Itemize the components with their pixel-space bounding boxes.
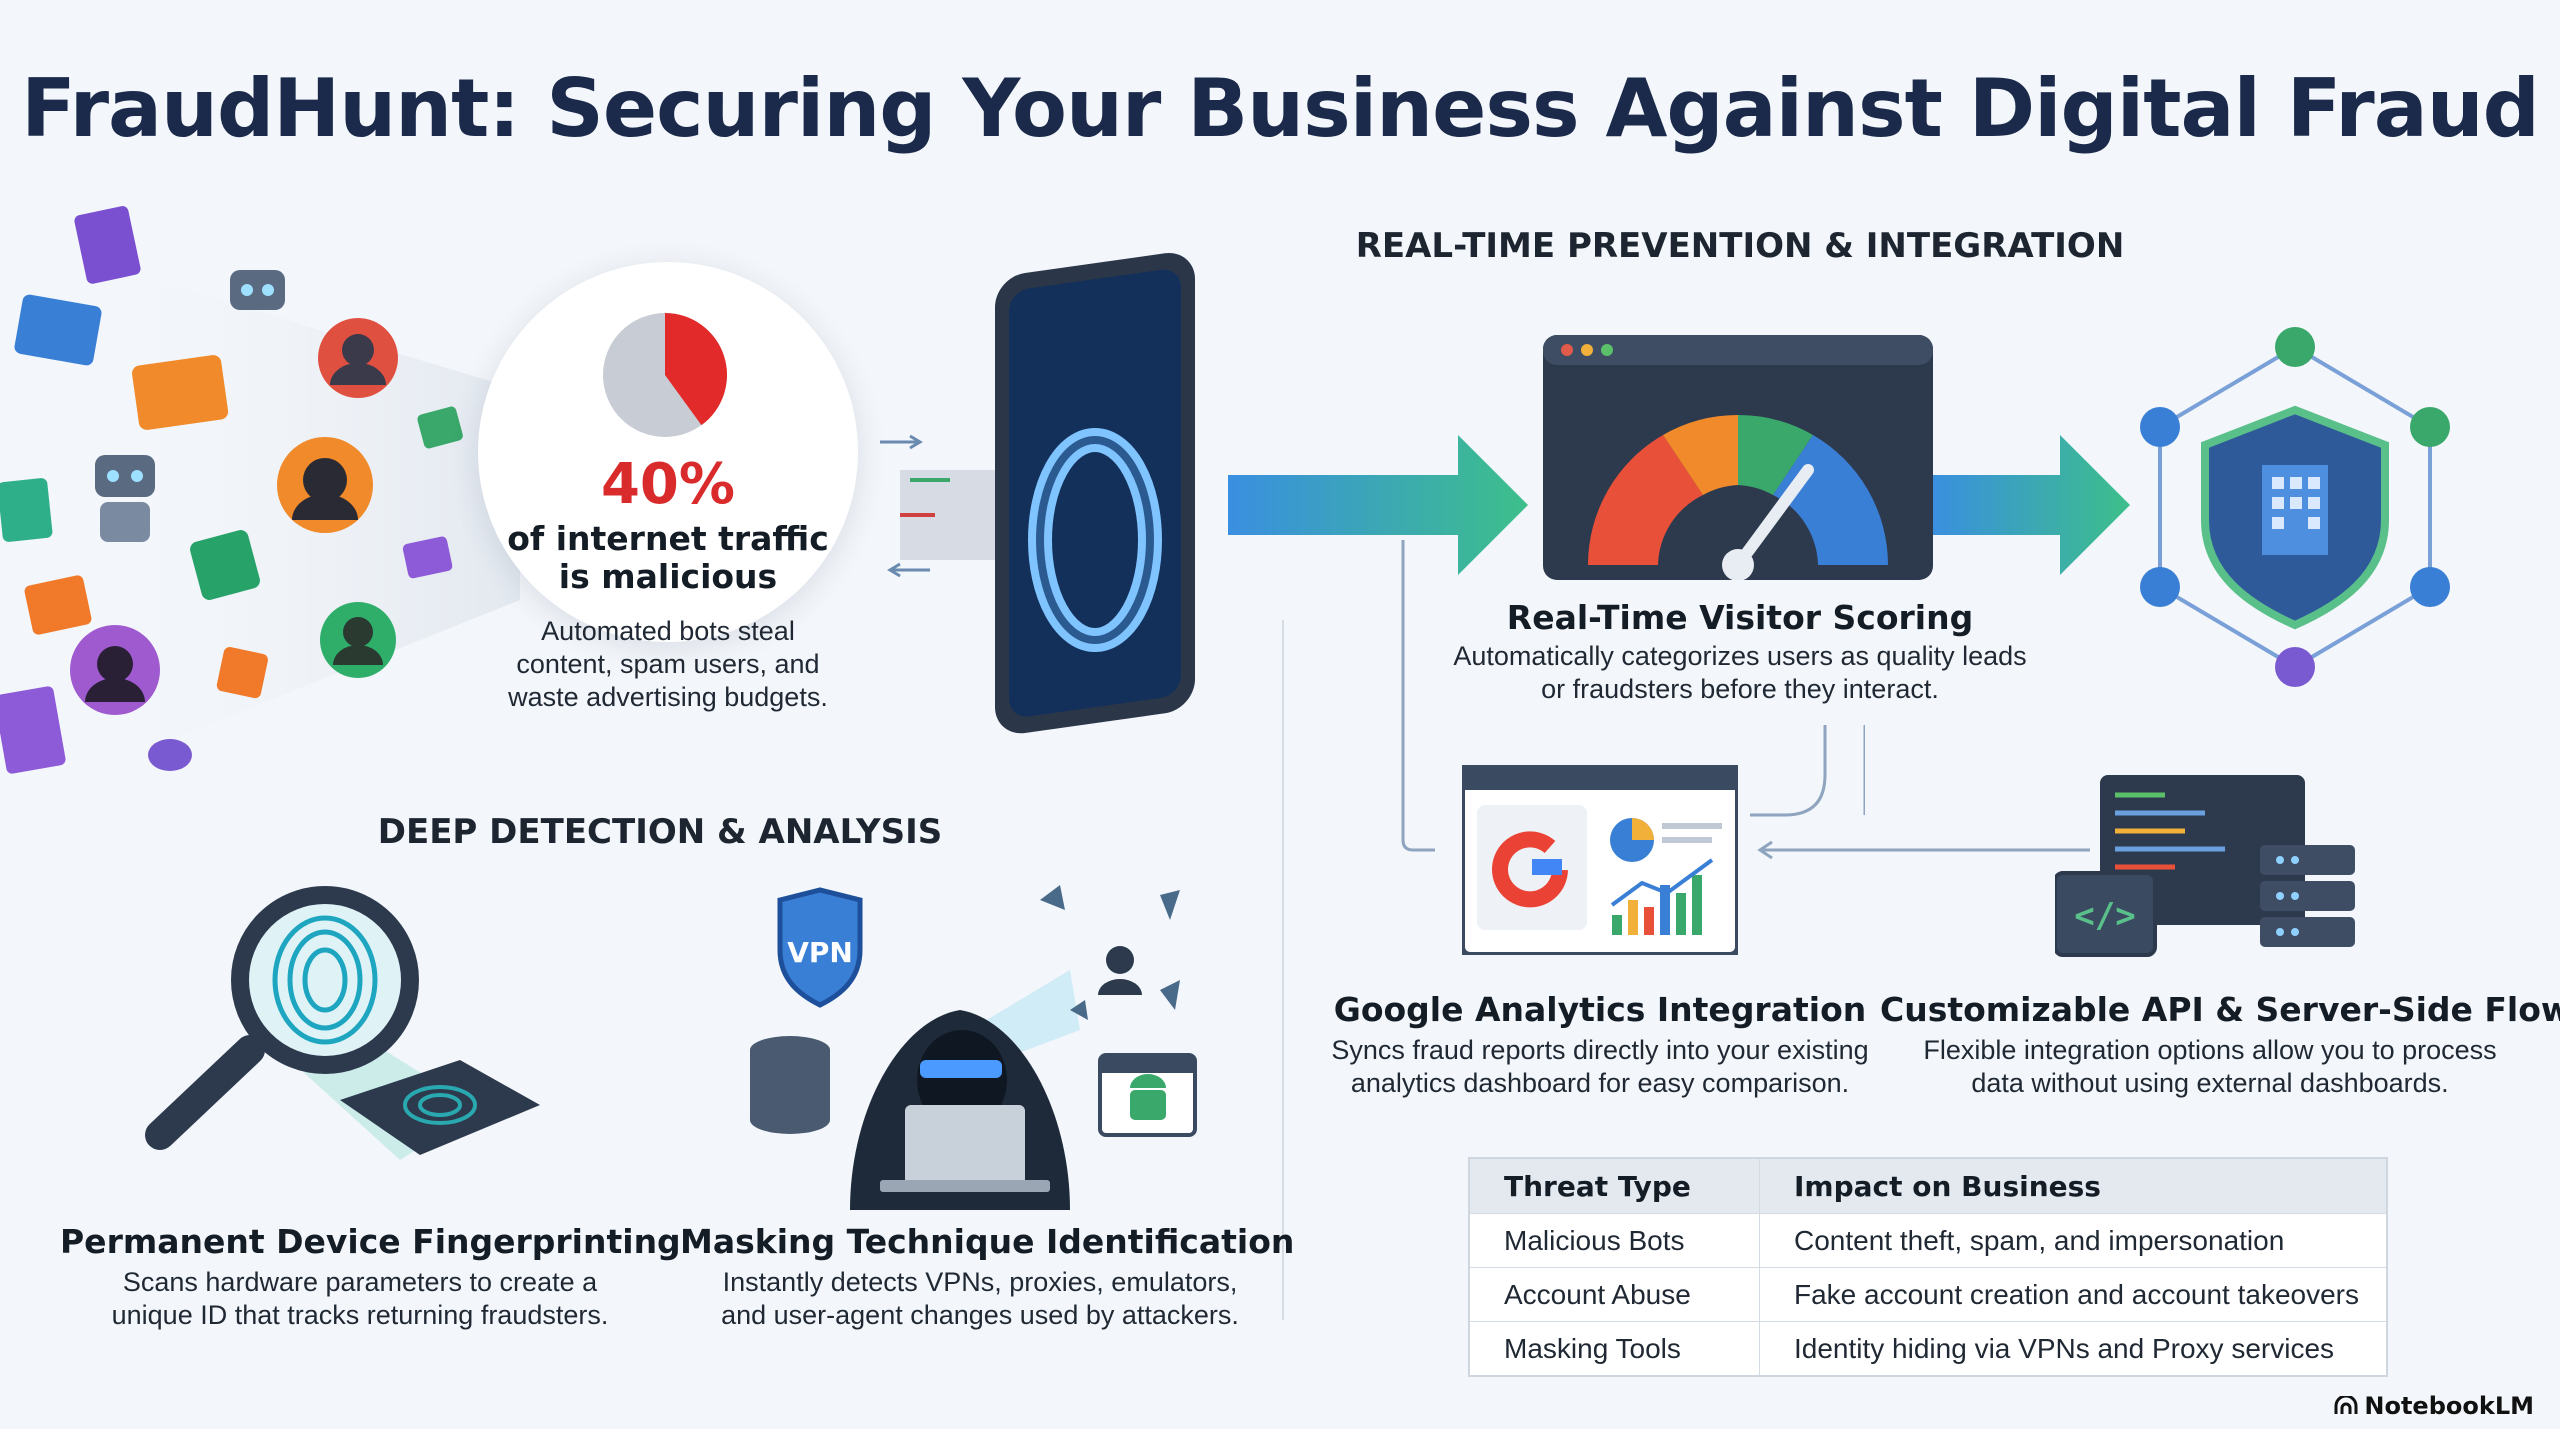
table-row: Malicious Bots Content theft, spam, and … xyxy=(1469,1213,2387,1268)
section-heading-detection: DEEP DETECTION & ANALYSIS xyxy=(377,812,943,852)
page-title: FraudHunt: Securing Your Business Agains… xyxy=(21,62,2540,155)
code-icon: </> xyxy=(2074,896,2135,936)
table-header-row: Threat Type Impact on Business xyxy=(1469,1158,2387,1214)
table-row: Masking Tools Identity hiding via VPNs a… xyxy=(1469,1321,2387,1376)
stat-desc-line: content, spam users, and xyxy=(516,649,820,679)
robot-icon xyxy=(95,270,285,542)
data-stream-arrows xyxy=(880,434,1000,578)
threat-table: Threat Type Impact on Business Malicious… xyxy=(1468,1157,2388,1377)
hacker-icon xyxy=(70,318,398,715)
desc-line: unique ID that tracks returning fraudste… xyxy=(111,1300,609,1330)
feature-title-masking: Masking Technique Identification xyxy=(680,1222,1295,1261)
desc-line: and user-agent changes used by attackers… xyxy=(721,1300,1239,1330)
connector-arrow xyxy=(1757,840,2090,860)
table-cell: Content theft, spam, and impersonation xyxy=(1759,1213,2387,1268)
desc-line: Instantly detects VPNs, proxies, emulato… xyxy=(722,1267,1238,1297)
brand-watermark: NotebookLM xyxy=(2334,1392,2534,1420)
brand-name: NotebookLM xyxy=(2364,1392,2534,1420)
desc-line: Flexible integration options allow you t… xyxy=(1923,1035,2497,1065)
stat-description: Automated bots steal content, spam users… xyxy=(468,615,868,714)
feature-desc-fingerprinting: Scans hardware parameters to create a un… xyxy=(60,1266,660,1332)
desc-line: Automatically categorizes users as quali… xyxy=(1453,641,2027,671)
feature-title-scoring: Real-Time Visitor Scoring xyxy=(1506,598,1974,637)
server-icon: </> xyxy=(2055,775,2355,957)
desc-line: Syncs fraud reports directly into your e… xyxy=(1331,1035,1869,1065)
feature-title-api: Customizable API & Server-Side Flow xyxy=(1880,990,2560,1029)
shield-network-icon xyxy=(2140,327,2450,687)
feature-desc-analytics: Syncs fraud reports directly into your e… xyxy=(1290,1034,1910,1100)
column-header: Impact on Business xyxy=(1759,1158,2387,1214)
google-analytics-window xyxy=(1462,765,1738,955)
feature-desc-api: Flexible integration options allow you t… xyxy=(1880,1034,2540,1100)
stat-desc-line: Automated bots steal xyxy=(541,616,795,646)
column-header: Threat Type xyxy=(1469,1158,1760,1214)
stat-label: of internet traffic is malicious xyxy=(478,520,858,596)
database-icon xyxy=(750,1036,830,1134)
desc-line: or fraudsters before they interact. xyxy=(1541,674,1939,704)
fingerprint-chip-icon xyxy=(145,886,540,1160)
flow-arrow xyxy=(1930,435,2130,575)
stat-label-line: is malicious xyxy=(558,557,778,596)
section-heading-prevention: REAL-TIME PREVENTION & INTEGRATION xyxy=(1355,226,2125,266)
table-cell: Fake account creation and account takeov… xyxy=(1759,1267,2387,1322)
table-cell: Malicious Bots xyxy=(1469,1213,1760,1268)
pie-chart-icon xyxy=(603,313,727,437)
gauge-icon xyxy=(1543,335,1933,580)
desc-line: data without using external dashboards. xyxy=(1971,1068,2449,1098)
table-row: Account Abuse Fake account creation and … xyxy=(1469,1267,2387,1322)
desc-line: analytics dashboard for easy comparison. xyxy=(1350,1068,1850,1098)
feature-title-analytics: Google Analytics Integration xyxy=(1333,990,1867,1029)
feature-title-fingerprinting: Permanent Device Fingerprinting xyxy=(60,1222,681,1261)
flow-arrow xyxy=(1228,435,1528,575)
connector-lines xyxy=(1401,540,1865,852)
stat-desc-line: waste advertising budgets. xyxy=(508,682,828,712)
bug-icon xyxy=(148,739,192,771)
feature-desc-masking: Instantly detects VPNs, proxies, emulato… xyxy=(680,1266,1280,1332)
desc-line: Scans hardware parameters to create a xyxy=(122,1267,598,1297)
google-icon xyxy=(1492,831,1568,908)
bot-swarm-illustration xyxy=(0,206,520,800)
android-icon xyxy=(1130,1074,1166,1120)
table-cell: Masking Tools xyxy=(1469,1321,1760,1376)
card-icon xyxy=(0,206,463,774)
hooded-hacker-icon: VPN xyxy=(750,885,1197,1210)
vpn-icon: VPN xyxy=(787,936,853,969)
stat-label-line: of internet traffic xyxy=(507,519,829,558)
column-divider xyxy=(1282,620,1284,1320)
table-cell: Account Abuse xyxy=(1469,1267,1760,1322)
table-cell: Identity hiding via VPNs and Proxy servi… xyxy=(1759,1321,2387,1376)
stat-value: 40% xyxy=(600,452,736,517)
feature-desc-scoring: Automatically categorizes users as quali… xyxy=(1380,640,2100,706)
scanner-device-icon xyxy=(995,253,1195,734)
notebooklm-logo-icon xyxy=(2334,1396,2358,1414)
